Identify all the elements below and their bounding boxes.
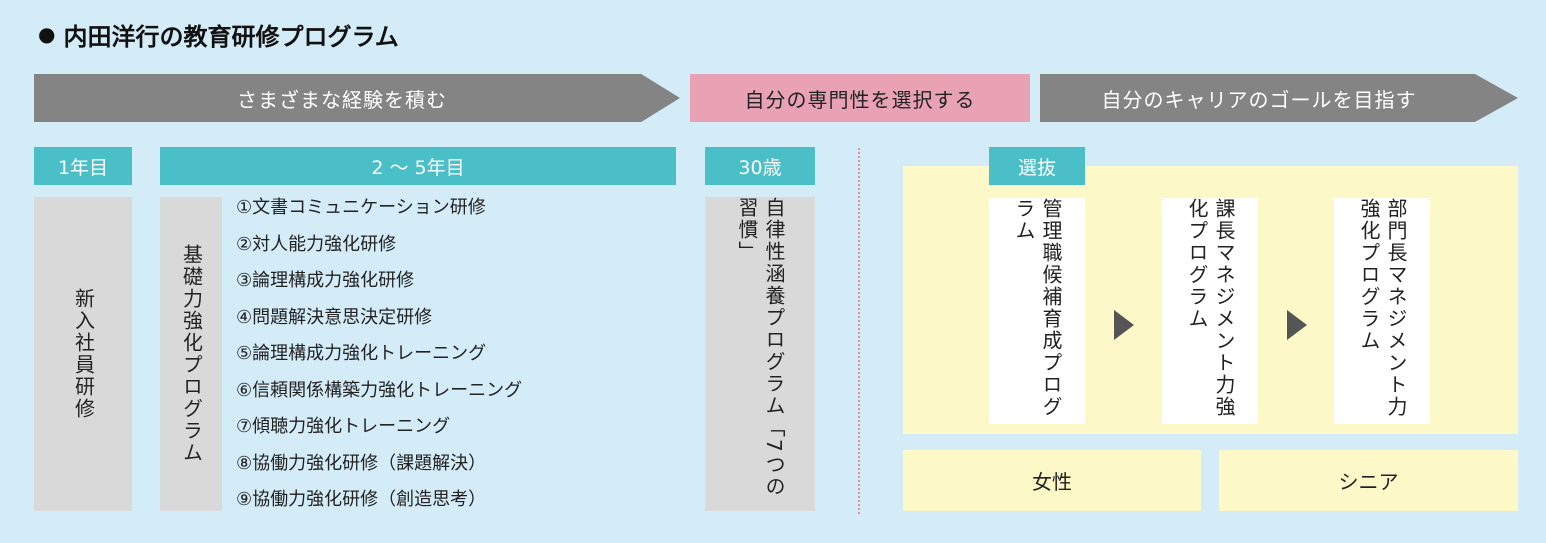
card-department-manager-label: 部門長マネジメント力強化プログラム — [1357, 198, 1408, 418]
box-women: 女性 — [903, 450, 1201, 511]
header-year1: 1年目 — [34, 147, 132, 185]
header-years2to5-label: 2 ～ 5年目 — [371, 156, 465, 179]
header-year1-label: 1年目 — [57, 156, 109, 179]
box-senior-label: シニア — [1338, 470, 1399, 494]
list-item: ⑥信頼関係構築力強化トレーニング — [236, 379, 523, 401]
header-age30: 30歳 — [705, 147, 815, 185]
card-manager-candidate-label: 管理職候補育成プログラム — [1012, 198, 1063, 418]
header-selection: 選抜 — [989, 147, 1085, 185]
list-item: ⑨協働力強化研修（創造思考） — [236, 489, 487, 510]
header-years2to5: 2 ～ 5年目 — [160, 147, 676, 185]
list-item: ④問題解決意思決定研修 — [236, 306, 433, 328]
bullet-icon: ● — [38, 22, 56, 46]
arrow-right-icon — [1114, 310, 1134, 340]
card-department-manager: 部門長マネジメント力強化プログラム — [1334, 198, 1430, 424]
arrow-right-icon — [1287, 310, 1307, 340]
column-newcomer-training: 新入社員研修 — [34, 197, 132, 511]
stage-arrow-career-goal-label: 自分のキャリアのゴールを目指す — [1101, 87, 1417, 112]
card-manager-candidate: 管理職候補育成プログラム — [989, 198, 1085, 424]
stage-arrow-experience: さまざまな経験を積む — [34, 74, 680, 122]
column-autonomy-program: 自律性涵養プログラム「7つの習慣」 — [705, 197, 815, 511]
stage-arrow-experience-label: さまざまな経験を積む — [237, 87, 447, 112]
list-item: ⑤論理構成力強化トレーニング — [236, 343, 487, 364]
column-basic-program-label: 基礎力強化プログラム — [179, 244, 204, 464]
stage-box-specialty-label: 自分の専門性を選択する — [744, 87, 976, 112]
dotted-divider — [858, 148, 860, 514]
list-item: ⑦傾聴力強化トレーニング — [236, 416, 451, 437]
header-selection-label: 選抜 — [1017, 156, 1056, 179]
column-newcomer-training-label: 新入社員研修 — [71, 288, 96, 420]
list-item: ⑧協働力強化研修（課題解決） — [236, 452, 487, 474]
header-age30-label: 30歳 — [738, 156, 782, 179]
page-title-text: 内田洋行の教育研修プログラム — [63, 22, 399, 51]
page-title: ● 内田洋行の教育研修プログラム — [38, 16, 399, 52]
list-item: ②対人能力強化研修 — [236, 233, 397, 255]
stage-arrow-career-goal: 自分のキャリアのゴールを目指す — [1040, 74, 1518, 122]
list-item: ③論理構成力強化研修 — [236, 270, 415, 291]
column-autonomy-program-label: 自律性涵養プログラム「7つの習慣」 — [735, 197, 786, 498]
box-senior: シニア — [1219, 450, 1518, 511]
box-women-label: 女性 — [1032, 470, 1072, 494]
stage-box-specialty: 自分の専門性を選択する — [690, 74, 1030, 122]
column-basic-program: 基礎力強化プログラム — [160, 197, 222, 511]
list-item: ①文書コミュニケーション研修 — [236, 197, 486, 218]
card-section-manager-label: 課長マネジメント力強化プログラム — [1185, 198, 1236, 418]
basic-program-list: ①文書コミュニケーション研修 ②対人能力強化研修 ③論理構成力強化研修 ④問題解… — [236, 194, 676, 523]
card-section-manager: 課長マネジメント力強化プログラム — [1162, 198, 1258, 424]
